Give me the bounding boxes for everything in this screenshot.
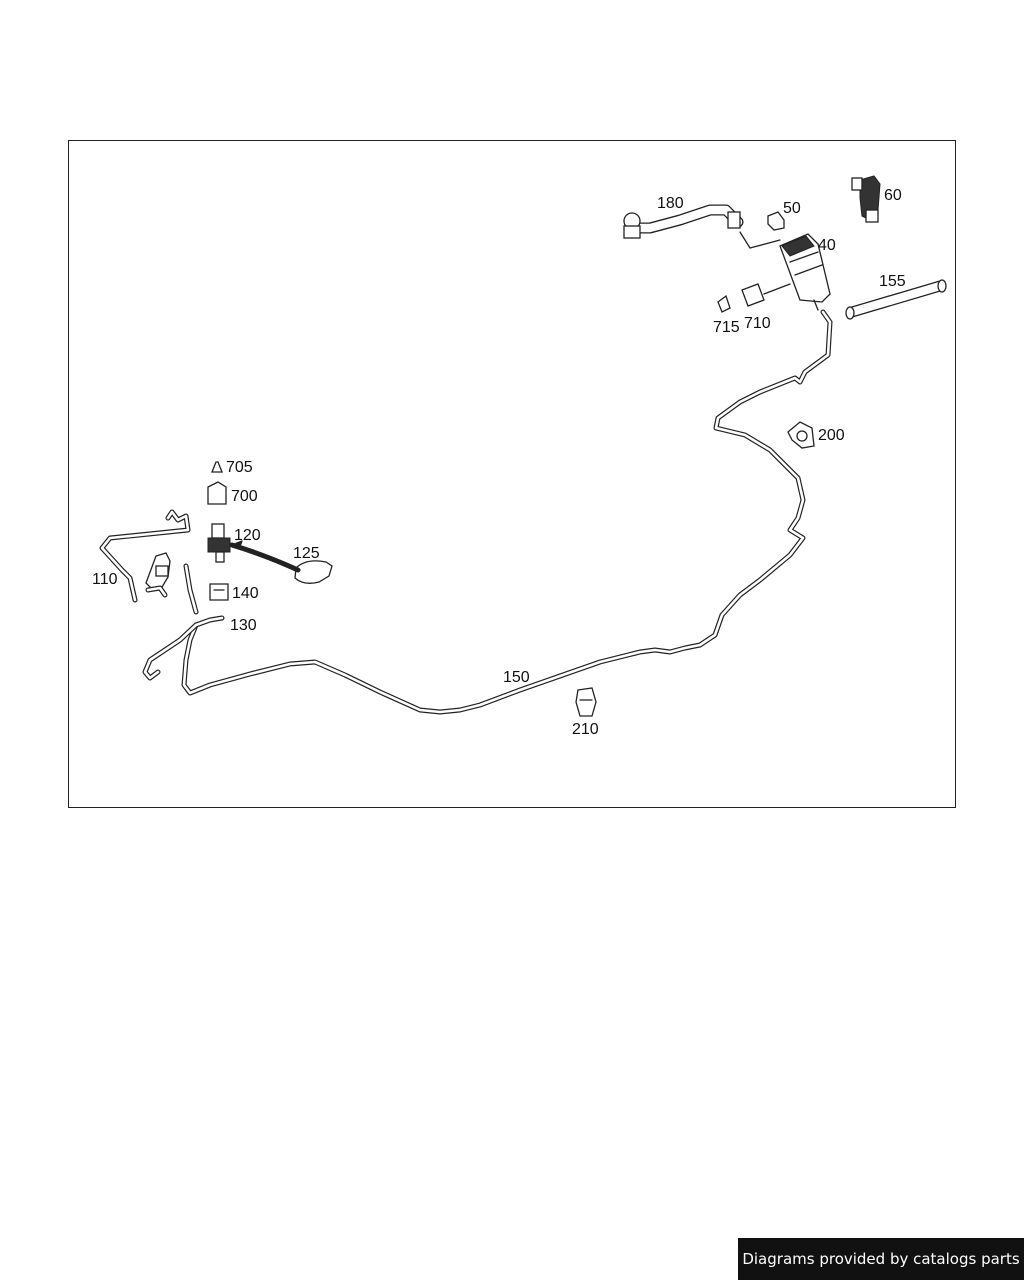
part-60-sensor: [851, 175, 881, 223]
part-label-50: 50: [783, 200, 801, 217]
part-label-200: 200: [818, 427, 845, 444]
part-label-155: 155: [879, 273, 906, 290]
part-label-130: 130: [230, 617, 257, 634]
part-label-705: 705: [226, 459, 253, 476]
part-label-715: 715: [713, 319, 740, 336]
part-label-180: 180: [657, 195, 684, 212]
part-label-710: 710: [744, 315, 771, 332]
part-125-clamp: [229, 540, 333, 584]
part-140-clip: [209, 583, 229, 601]
part-180-hose: [623, 204, 744, 239]
part-155-tube: [845, 279, 947, 320]
fuel-line-150: [181, 309, 833, 715]
diagram-frame: [68, 140, 956, 808]
part-210-clip: [575, 687, 597, 717]
part-700-cover: [207, 481, 227, 505]
part-40-pump: [779, 233, 831, 311]
part-label-210: 210: [572, 721, 599, 738]
fuel-line-130: [142, 615, 225, 681]
part-50-cap: [739, 211, 785, 249]
part-715-plug: [717, 294, 731, 313]
part-label-150: 150: [503, 669, 530, 686]
part-710-connector: [741, 283, 791, 307]
part-label-125: 125: [293, 545, 320, 562]
part-label-110: 110: [92, 571, 118, 588]
footer-credit-badge: Diagrams provided by catalogs parts: [738, 1238, 1024, 1280]
part-label-140: 140: [232, 585, 259, 602]
part-label-40: 40: [818, 237, 836, 254]
part-label-120: 120: [234, 527, 261, 544]
part-200-clip: [787, 421, 815, 449]
part-label-60: 60: [884, 187, 902, 204]
fuel-line-110: [99, 509, 199, 615]
part-label-700: 700: [231, 488, 258, 505]
part-705-cap: [211, 461, 223, 473]
